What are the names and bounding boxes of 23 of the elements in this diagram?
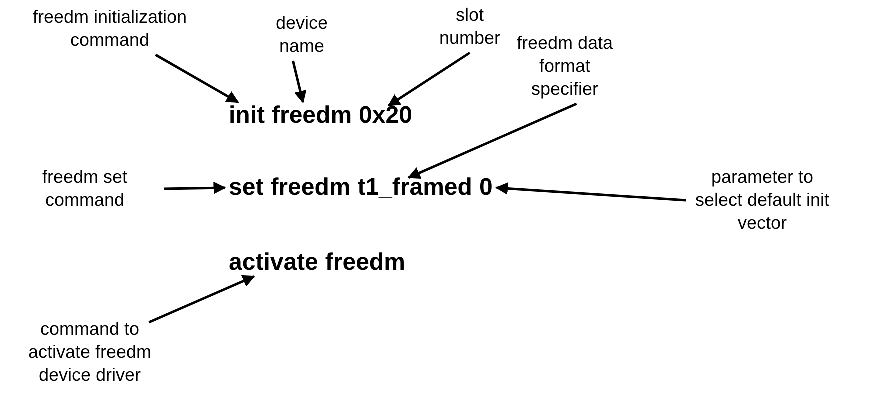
annotation-text: freedm set command [10, 166, 160, 212]
arrow [292, 60, 307, 104]
command-word: set [229, 174, 264, 202]
command-word: t1_framed [358, 174, 472, 202]
annotation-text: freedm data format specifier [510, 32, 620, 101]
arrow [388, 52, 471, 107]
command-word: activate [229, 249, 318, 277]
arrow [496, 182, 686, 202]
command-word: freedm [270, 174, 351, 202]
arrow [164, 182, 226, 194]
annotation-text: slot number [430, 4, 510, 50]
command-word: freedm [272, 102, 352, 130]
command-word: 0x20 [359, 102, 412, 130]
command-word: 0 [479, 174, 493, 202]
arrow [408, 102, 578, 179]
command-word: freedm [325, 249, 406, 277]
command-word: init [229, 102, 265, 130]
annotation-text: freedm initialization command [10, 6, 210, 52]
annotation-text: parameter to select default init vector [690, 166, 835, 235]
annotation-text: device name [262, 12, 342, 58]
arrow [155, 54, 240, 104]
arrow [148, 275, 256, 324]
annotation-text: command to activate freedm device driver [20, 318, 160, 387]
